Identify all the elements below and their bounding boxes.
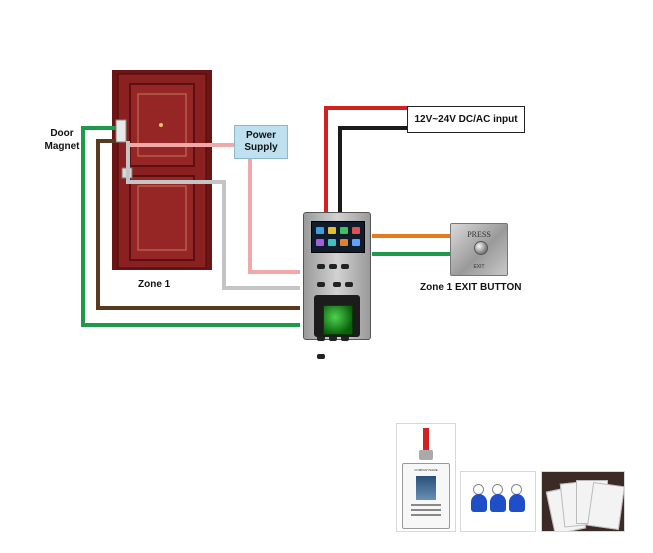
door-lower-panel <box>129 175 195 261</box>
badge-text-line <box>411 509 441 511</box>
wire-gray <box>126 141 300 290</box>
fob <box>471 494 487 512</box>
badge-company-text: COMPANYNAME <box>414 468 438 472</box>
wire-brown <box>96 139 300 310</box>
badge-photo <box>416 476 436 500</box>
badge-lanyard <box>423 428 429 450</box>
exit-button-device: PRESS EXIT <box>450 223 508 276</box>
door-magnet-label: Door Magnet <box>44 128 80 152</box>
access-controller <box>303 212 371 359</box>
rfid-fob-image <box>460 471 536 532</box>
badge-text-line <box>411 504 441 506</box>
exit-exit-text: EXIT <box>473 264 485 270</box>
fob <box>490 494 506 512</box>
power-input-box: 12V~24V DC/AC input <box>407 106 525 133</box>
zone1-door-label: Zone 1 <box>138 279 171 290</box>
door-magnet-device <box>115 119 127 143</box>
wire-pink-ps <box>248 150 300 274</box>
door-lower-inlay <box>137 185 187 251</box>
fingerprint-sensor <box>323 305 353 335</box>
controller-screen <box>311 221 365 253</box>
door-peephole <box>159 123 163 127</box>
wire-black <box>338 126 407 215</box>
badge-clip <box>419 450 433 460</box>
door-upper-inlay <box>137 93 187 157</box>
power-supply-box: Power Supply <box>234 125 288 159</box>
fob <box>509 494 525 512</box>
rfid-card-image <box>541 471 625 532</box>
exit-press-text: PRESS <box>467 230 491 239</box>
zone1-exit-button-label: Zone 1 EXIT BUTTON <box>420 282 522 293</box>
badge-text-line <box>411 514 441 516</box>
exit-button-knob <box>474 241 488 255</box>
wire-green-door <box>81 126 300 327</box>
id-badge-image: COMPANYNAME <box>396 423 456 532</box>
door <box>112 70 212 270</box>
badge-card: COMPANYNAME <box>402 463 450 529</box>
wire-red <box>324 106 407 215</box>
rfid-card <box>587 481 624 531</box>
